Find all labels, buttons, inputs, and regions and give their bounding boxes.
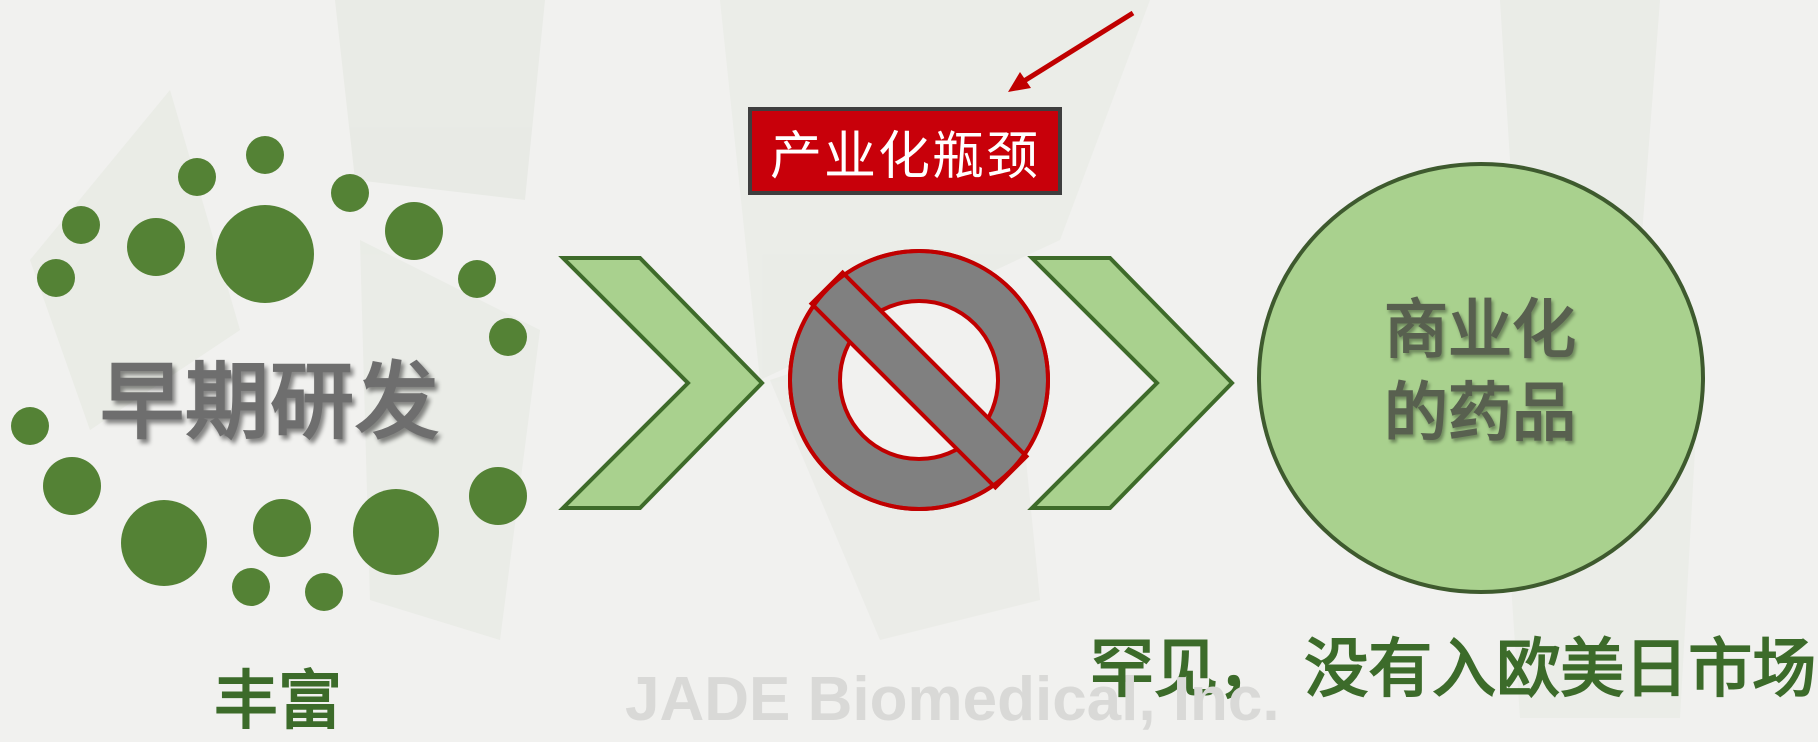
- bottleneck-box: 产业化瓶颈: [748, 107, 1062, 195]
- dot: [458, 260, 496, 298]
- no-entry-icon: [788, 249, 1050, 511]
- dot: [469, 467, 527, 525]
- dot: [353, 489, 439, 575]
- dot: [11, 407, 49, 445]
- dot: [216, 205, 314, 303]
- chevron-right-icon: [558, 256, 765, 510]
- commercial-line-1: 商业化: [1384, 294, 1576, 368]
- dot: [489, 318, 527, 356]
- early-rd-label: 早期研发: [100, 353, 441, 451]
- bottleneck-label: 产业化瓶颈: [769, 126, 1040, 187]
- dot: [62, 206, 100, 244]
- watermark: JADE Biomedical, Inc.: [625, 665, 1280, 734]
- dot: [331, 174, 369, 212]
- dot: [253, 499, 311, 557]
- dot: [37, 259, 75, 297]
- commercial-drug-circle: [1257, 162, 1705, 594]
- arrow-icon: [1008, 10, 1135, 92]
- chevron-right-icon: [1027, 256, 1235, 510]
- dot: [178, 158, 216, 196]
- commercial-drug-text: 商业化 的药品: [1290, 290, 1670, 456]
- dot: [121, 500, 207, 586]
- commercial-caption: 罕见， 没有入欧美日市场: [1090, 633, 1817, 707]
- dot: [232, 568, 270, 606]
- dot: [127, 218, 185, 276]
- dot: [305, 573, 343, 611]
- commercial-line-2: 的药品: [1384, 377, 1576, 452]
- diagram-canvas: [11, 10, 1705, 611]
- early-rd-caption: 丰富: [214, 665, 342, 739]
- dot: [385, 202, 443, 260]
- early-rd-dot-cluster: [11, 136, 527, 611]
- dot: [43, 457, 101, 515]
- dot: [246, 136, 284, 174]
